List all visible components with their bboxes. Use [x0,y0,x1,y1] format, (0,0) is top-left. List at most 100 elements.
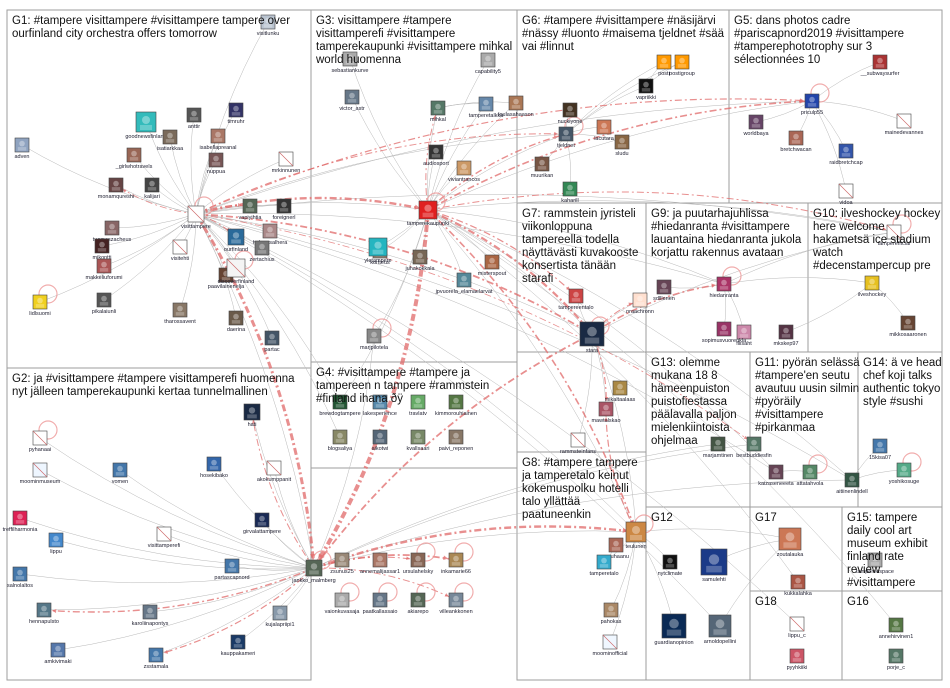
node-partascapnord[interactable]: partascapnord [214,558,250,581]
node-sebastiankurve[interactable]: sebastiankurve [332,51,369,74]
node-akiarepo[interactable]: akiarepo [407,592,429,615]
node-annehirvinen1[interactable]: annehirvinen1 [879,617,914,640]
node-goodnewsfinland[interactable]: goodnewsfinland [125,111,167,140]
node-zoutalauka[interactable]: zoutalauka [777,527,805,558]
node-porje-c[interactable]: porje_c [887,648,905,671]
node-teulunen[interactable]: teulunen [625,521,647,550]
node-anttir[interactable]: anttir [186,107,202,130]
node-hosekibako[interactable]: hosekibako [200,456,228,479]
node--subwaysurfer[interactable]: __subwaysurfer [860,54,900,77]
node-tamperetalkka[interactable]: tamperetalkka [469,96,504,119]
node-zsunus25[interactable]: zsunus25 [330,552,354,575]
node-pikalaiunli[interactable]: pikalaiunli [92,292,116,315]
node-bretchwacan[interactable]: bretchwacan [780,130,812,153]
node-tamperefficial[interactable]: tamperefficial [878,224,911,247]
node-tamperedspace[interactable]: tamperedspace [856,552,894,575]
node-discoverfinland[interactable]: discoverfinland [218,258,255,285]
node-paivi-reponen[interactable]: paivi_reponen [439,429,474,452]
node-brewdogtampere[interactable]: brewdogtampere [319,394,361,417]
node-nuckiyone[interactable]: nuckiyone [558,102,583,125]
node-pyyhkiiki[interactable]: pyyhkiiki [787,648,808,671]
node-lidlsuomi[interactable]: lidlsuomi [29,294,51,317]
node-amuhaanu[interactable]: amuhaanu [603,537,629,560]
node-capability5[interactable]: capability5 [475,52,501,75]
node-visitlunku[interactable]: visitlunku [257,14,280,37]
node-ourfinland[interactable]: ourfinland [224,228,248,253]
node-mainedevannes[interactable]: mainedevannes [885,113,924,136]
node-hati[interactable]: hati [243,403,261,428]
node-stara[interactable]: stara [579,321,605,354]
node-vapiyihtia[interactable]: vapiyihtia [239,198,263,221]
node-foreignerl[interactable]: foreignerl [273,198,296,221]
node-vaionkuvasaja[interactable]: vaionkuvasaja [325,592,361,615]
node-pyhanaai[interactable]: pyhanaai [29,430,51,453]
node-guardianopinion[interactable]: guardianopinion [654,613,694,646]
node-isabellapreanal[interactable]: isabellapreanal [200,128,237,151]
node-nraachronn[interactable]: nraachronn [626,292,654,315]
node--girlwhotravels[interactable]: _girlwhotravels [115,147,153,170]
node-lippu-c[interactable]: lippu_c [788,616,806,639]
node-tamperetalo[interactable]: tamperetalo [589,554,619,577]
node-kaizaseneeeta[interactable]: kaizaseneeeta [758,464,795,487]
node-inkamarie66[interactable]: inkamarie66 [441,552,471,575]
node-blogsaliya[interactable]: blogsaliya [328,429,353,452]
node-yoshikosuge[interactable]: yoshikosuge [889,462,920,485]
node-mrkinnunen[interactable]: mrkinnunen [272,151,301,174]
node-zsstamala[interactable]: zsstamala [144,647,170,670]
node-visittamperefi[interactable]: visittamperefi [148,526,180,549]
node-aikotwi[interactable]: aikotwi [372,429,389,452]
node-aitiinenlindell[interactable]: aitiinenlindell [836,472,868,495]
node-annemalijassar1[interactable]: annemalijassar1 [360,552,400,575]
node-treffilharmonia[interactable]: treffilharmonia [3,510,39,533]
node-misterspout[interactable]: misterspout [478,254,507,277]
node-vidoa[interactable]: vidoa [838,183,854,206]
node-juhakokkala[interactable]: juhakokkala [404,249,435,272]
node-hennapulsto[interactable]: hennapulsto [29,602,59,625]
node-timruhr[interactable]: timruhr [227,102,245,125]
node-paatkallassaio[interactable]: paatkallassaio [363,592,398,615]
node-ilveshockey[interactable]: ilveshockey [858,275,887,298]
node-attatahvola[interactable]: attatahvola [797,464,825,487]
node-lakesperience[interactable]: lakesperience [363,394,397,417]
node-audiosport[interactable]: audiosport [423,144,449,167]
node-mkskep97[interactable]: mkskep97 [773,324,799,347]
node-daerina[interactable]: daerina [227,310,246,333]
node-kauppakameri[interactable]: kauppakameri [221,634,256,657]
node-pahokas[interactable]: pahokas [601,602,622,625]
node-salnolaltos[interactable]: salnolaltos [7,566,33,589]
node-yletampere[interactable]: yletampere [364,237,392,264]
node-hiedanranta[interactable]: hiedanranta [709,276,739,299]
node-kaharill[interactable]: kaharill [561,181,579,204]
node-adven[interactable]: adven [15,137,30,160]
node-tuomaszacheus[interactable]: tuomaszacheus [93,220,132,243]
node-kujalapriipi1[interactable]: kujalapriipi1 [265,605,295,628]
node-mikontti[interactable]: mikontti [93,238,112,261]
node-vapriikki[interactable]: vapriikki [636,78,656,101]
node-akokumppanit[interactable]: akokumppanit [257,460,292,483]
node-marjpilotela[interactable]: marjpilotela [360,328,389,351]
node-loulasahaason[interactable]: loulasahaason [498,95,534,118]
node-jankko-malmberg[interactable]: jankko_malmberg [291,559,336,584]
node-visitehti[interactable]: visitehti [171,239,189,262]
node-kalijari[interactable]: kalijari [144,177,160,200]
node-raidbretchcap[interactable]: raidbretchcap [829,143,863,166]
node-tjeldnet[interactable]: tjeldnet [557,126,575,149]
node-arnoldopellini[interactable]: arnoldopellini [704,614,736,645]
node-mihkal[interactable]: mihkal [430,100,446,123]
node-rammsteinfans[interactable]: rammsteinfans [560,432,596,455]
node-mawtalskao[interactable]: mawtalskao [591,401,621,424]
node-sopimusvuorenkla[interactable]: sopimusvuorenkla [702,321,747,344]
node-moominmuseum[interactable]: moominmuseum [20,462,61,485]
node-marjamtinen[interactable]: marjamtinen [703,436,733,459]
node-sludu[interactable]: sludu [614,134,630,157]
node-worldbaya[interactable]: worldbaya [742,114,769,137]
node-samulehti[interactable]: samulehti [700,548,728,583]
node-zertachius[interactable]: zertachius [249,240,275,263]
node-jpvuorela-elamaelarvat[interactable]: jpvuorela_elamaelarvat [435,272,493,295]
node-15kisa07[interactable]: 15kisa07 [869,438,891,461]
node-tharossavent[interactable]: tharossavent [164,302,196,325]
node-vomen[interactable]: vomen [112,462,129,485]
node-partac[interactable]: partac [264,330,280,353]
node-tamperekaupunki[interactable]: tamperekaupunki [407,200,449,227]
node-lacutara[interactable]: lacutara [594,119,615,142]
